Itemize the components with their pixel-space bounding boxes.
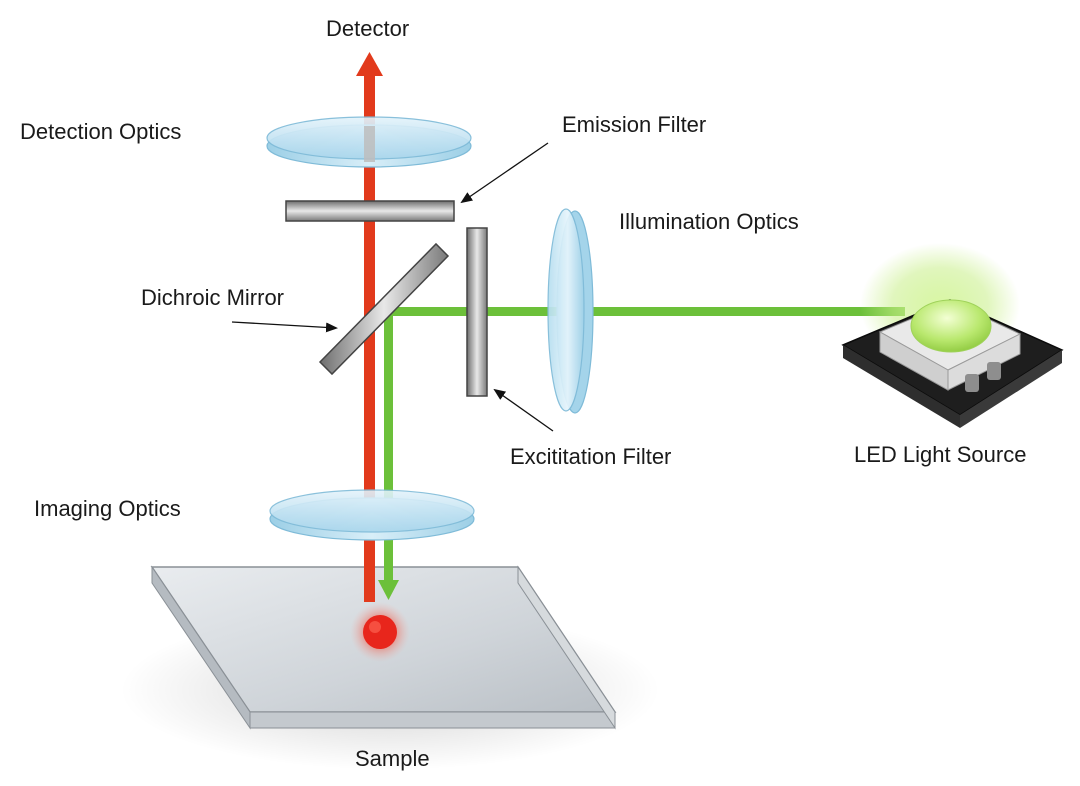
- label-sample: Sample: [355, 746, 430, 771]
- imaging-optics-lens: [269, 489, 475, 541]
- detection-optics-lens: [266, 116, 472, 168]
- emission-filter-pointer-arrow: [460, 142, 549, 204]
- excitation-filter: [466, 227, 488, 397]
- dichroic-mirror: [318, 242, 450, 376]
- label-dichroic-mirror: Dichroic Mirror: [141, 285, 284, 310]
- dichroic-mirror-pointer-arrow: [231, 321, 338, 333]
- illumination-optics-lens: [547, 208, 594, 414]
- excitation-filter-pointer-arrow: [493, 388, 554, 432]
- sample-slide: [120, 565, 660, 770]
- led-light-source: [841, 243, 1064, 428]
- label-excitation-filter: Excititation Filter: [510, 444, 672, 469]
- emission-beam: [356, 52, 383, 602]
- label-emission-filter: Emission Filter: [562, 112, 707, 137]
- label-illumination-optics: Illumination Optics: [619, 209, 799, 234]
- label-imaging-optics: Imaging Optics: [34, 496, 181, 521]
- label-detector: Detector: [326, 16, 410, 41]
- excitation-beam: [378, 307, 905, 600]
- label-detection-optics: Detection Optics: [20, 119, 182, 144]
- label-led-light-source: LED Light Source: [854, 442, 1027, 467]
- emission-filter: [285, 200, 455, 222]
- fluorescence-spot: [350, 602, 410, 662]
